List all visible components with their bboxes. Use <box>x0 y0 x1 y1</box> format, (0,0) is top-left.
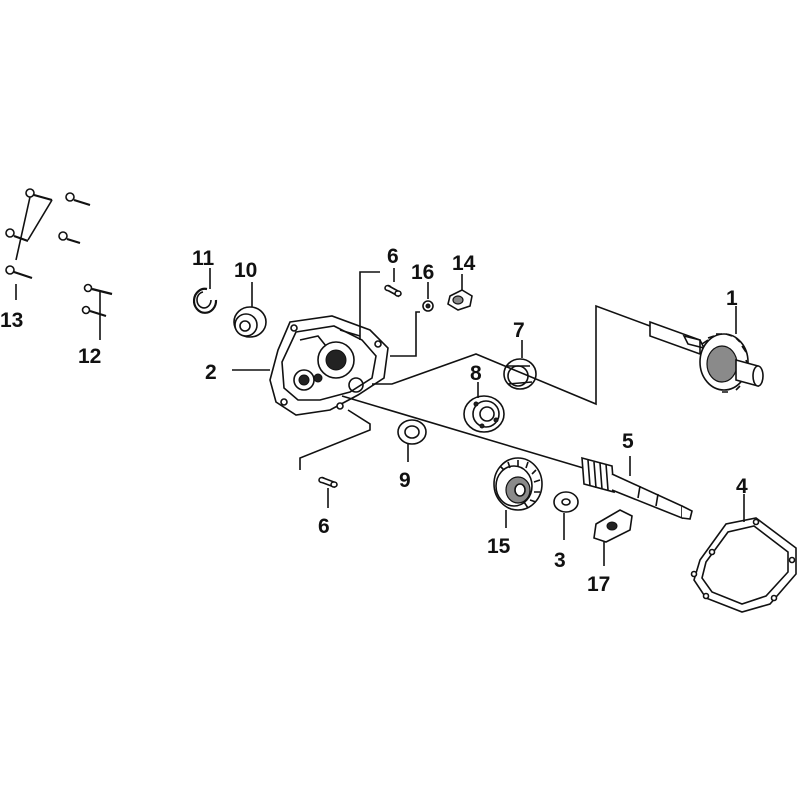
bolt-13d <box>58 231 81 245</box>
pin-12a <box>83 283 113 296</box>
part-2-transmission-case <box>232 315 389 416</box>
part-6-lower-dowel <box>299 409 371 508</box>
callout-3: 3 <box>554 549 566 572</box>
part-6-upper-dowel <box>359 268 402 340</box>
callout-labels: 1 2 3 4 5 6 6 7 8 9 10 11 12 13 14 15 16… <box>0 245 748 596</box>
bolt-13b <box>65 192 91 207</box>
callout-6-upper: 6 <box>387 245 399 268</box>
callout-7: 7 <box>513 319 525 342</box>
part-7-seal <box>503 340 537 390</box>
callout-15: 15 <box>487 535 511 558</box>
part-11-circlip <box>192 268 218 314</box>
part-13-bolt-group <box>5 188 91 300</box>
pin-12b <box>81 305 107 318</box>
callout-10: 10 <box>234 259 257 282</box>
part-5-output-shaft <box>341 395 693 520</box>
callout-17: 17 <box>587 573 610 596</box>
callout-11: 11 <box>192 247 215 270</box>
callout-13: 13 <box>0 309 23 332</box>
part-15-gear <box>493 457 543 528</box>
callout-16: 16 <box>411 261 434 284</box>
callout-2: 2 <box>205 361 217 384</box>
callout-12: 12 <box>78 345 101 368</box>
bolt-13e <box>5 265 33 280</box>
callout-14: 14 <box>452 252 476 275</box>
callout-9: 9 <box>399 469 411 492</box>
part-14-plug <box>447 274 473 311</box>
callout-8: 8 <box>470 362 482 385</box>
bolt-13a <box>25 188 53 202</box>
part-12-pin-group <box>81 283 113 340</box>
part-9-bearing <box>397 419 427 462</box>
part-10-oil-seal <box>233 282 267 338</box>
part-8-bearing <box>463 382 505 433</box>
callout-4: 4 <box>736 475 748 498</box>
part-4-gasket <box>690 494 797 613</box>
part-1-drive-shaft <box>372 304 764 406</box>
bolt-13c <box>5 228 29 243</box>
part-16-washer <box>390 282 434 357</box>
part-17-thrust-plate <box>593 509 633 566</box>
callout-1: 1 <box>726 287 738 310</box>
part-3-washer <box>553 491 579 540</box>
callout-5: 5 <box>622 430 634 453</box>
callout-6-lower: 6 <box>318 515 330 538</box>
